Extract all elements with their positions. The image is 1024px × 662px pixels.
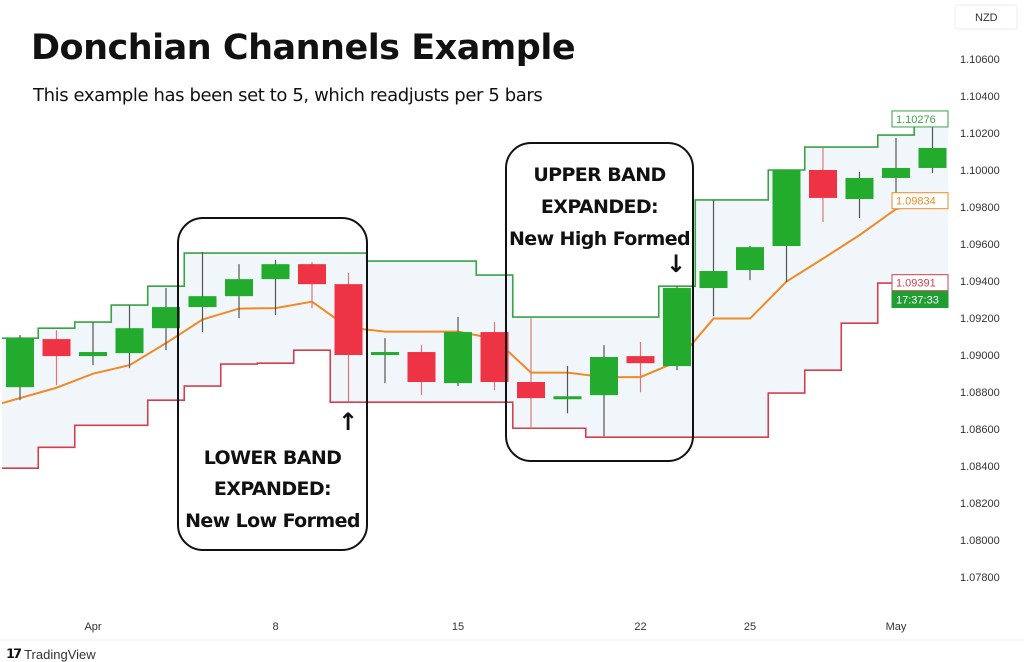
- price-tag-basis: [891, 192, 949, 210]
- candle-bullish: [918, 147, 947, 168]
- candle-bullish: [261, 264, 290, 280]
- y-tick-label: 1.08400: [960, 461, 1000, 473]
- candle-bullish: [152, 307, 180, 329]
- price-tag-lower: [891, 274, 949, 292]
- candle-bullish: [553, 396, 582, 400]
- candle-bullish: [79, 352, 107, 357]
- candle-bearish: [334, 284, 363, 355]
- currency-label: NZD: [975, 12, 998, 24]
- y-tick-label: 1.09600: [960, 239, 1000, 251]
- upper-box-line-2: EXPANDED:: [540, 196, 659, 218]
- x-tick-label: May: [886, 621, 907, 633]
- candle-bearish: [517, 382, 545, 399]
- lower-band-annotation-box: LOWER BAND EXPANDED: New Low Formed: [177, 217, 368, 551]
- chart-subtitle: This example has been set to 5, which re…: [33, 85, 543, 106]
- candle-bearish: [480, 332, 509, 383]
- candle-bullish: [6, 338, 34, 388]
- lower-box-line-2: EXPANDED:: [213, 478, 332, 500]
- x-tick-label: 22: [634, 621, 646, 633]
- upper-band-line: [2, 118, 948, 339]
- y-tick-label: 1.08800: [960, 387, 1000, 399]
- candle-bullish: [225, 279, 253, 297]
- candle-bearish: [809, 170, 837, 198]
- chart-title: Donchian Channels Example: [31, 28, 576, 68]
- arrow-down-icon: ↓: [666, 250, 687, 278]
- candle-bullish: [845, 177, 874, 200]
- candle-bullish: [590, 357, 618, 396]
- y-tick-label: 1.10600: [960, 54, 1000, 66]
- y-tick-label: 1.07800: [960, 572, 1000, 584]
- candle-bullish: [772, 170, 801, 247]
- upper-band-annotation-box: UPPER BAND EXPANDED: New High Formed: [505, 142, 694, 462]
- arrow-up-icon: ↑: [338, 408, 359, 436]
- brand-name: TradingView: [24, 646, 96, 662]
- candle-bearish: [407, 352, 436, 383]
- lower-box-line-1: LOWER BAND: [203, 447, 342, 469]
- candle-bullish: [115, 328, 144, 354]
- candle-bullish: [663, 288, 691, 367]
- upper-box-line-1: UPPER BAND: [533, 164, 666, 186]
- y-tick-label: 1.10000: [960, 165, 1000, 177]
- lower-band-line: [2, 281, 948, 470]
- price-tag-label: 1.10276: [896, 114, 936, 126]
- donchian-band-fill: [2, 118, 948, 469]
- y-tick-label: 1.08200: [960, 498, 1000, 510]
- candle-bullish: [371, 352, 399, 356]
- y-tick-label: 1.09000: [960, 350, 1000, 362]
- y-tick-label: 1.09400: [960, 276, 1000, 288]
- price-axis: [950, 0, 1024, 640]
- price-tag-label: 1.09391: [896, 278, 936, 290]
- candle-bullish: [736, 247, 764, 271]
- tradingview-logo-icon: 𝟭𝟳: [6, 646, 22, 661]
- y-tick-label: 1.09800: [960, 202, 1000, 214]
- x-tick-label: 8: [272, 621, 278, 633]
- candle-bullish: [444, 332, 472, 384]
- footer-branding: 𝟭𝟳 TradingView: [6, 646, 96, 662]
- price-tag-upper: [891, 110, 949, 128]
- candle-bullish: [188, 296, 217, 308]
- lower-box-line-3: New Low Formed: [185, 510, 360, 532]
- y-tick-label: 1.10400: [960, 91, 1000, 103]
- candle-bullish: [882, 167, 910, 178]
- y-tick-label: 1.10200: [960, 128, 1000, 140]
- price-tag-label: 1.09834: [896, 196, 936, 208]
- price-tag-label: 17:37:33: [896, 295, 939, 307]
- y-tick-label: 1.08600: [960, 424, 1000, 436]
- y-tick-label: 1.08000: [960, 535, 1000, 547]
- basis-line: [1, 199, 949, 405]
- candle-bullish: [699, 271, 728, 289]
- candle-bearish: [626, 356, 655, 364]
- x-tick-label: 25: [744, 621, 756, 633]
- upper-box-line-3: New High Formed: [508, 228, 691, 250]
- price-tag-countdown: [891, 291, 949, 308]
- candle-bearish: [298, 264, 326, 285]
- x-tick-label: Apr: [84, 621, 101, 633]
- y-tick-label: 1.09200: [960, 313, 1000, 325]
- x-tick-label: 15: [452, 621, 464, 633]
- currency-box: [954, 4, 1018, 30]
- candle-bearish: [42, 339, 71, 357]
